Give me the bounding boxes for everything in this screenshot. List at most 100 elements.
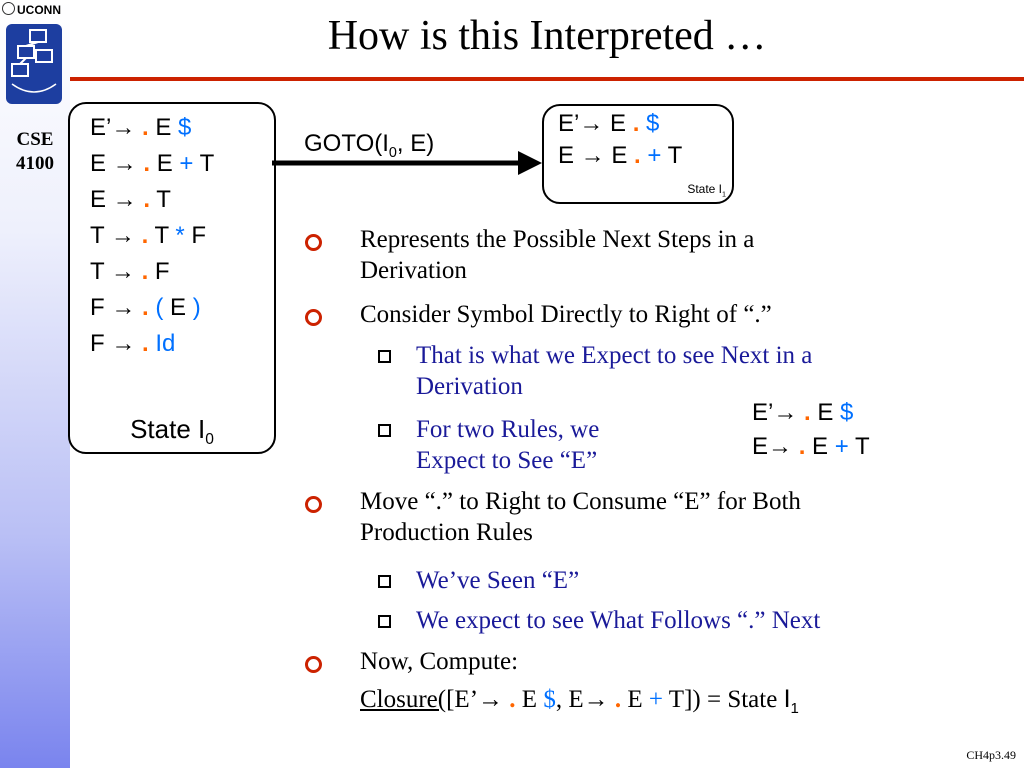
bullet-item: Move “.” to Right to Consume “E” for Bot… bbox=[360, 486, 1010, 548]
bullet-line: For two Rules, we bbox=[416, 416, 600, 443]
bullet-line: Move “.” to Right to Consume “E” for Bot… bbox=[360, 488, 801, 515]
state-0-production: E’→ . E $ bbox=[90, 114, 191, 142]
bullet-square-icon bbox=[378, 350, 391, 363]
bullet-line: That is what we Expect to see Next in a bbox=[416, 342, 813, 369]
bullet-line: We expect to see What Follows “.” Next bbox=[416, 607, 821, 634]
grammar-symbol: Id bbox=[155, 330, 176, 357]
goto-label: GOTO(I0, E) bbox=[304, 130, 435, 161]
grammar-symbol: T bbox=[156, 186, 171, 213]
cse-logo-icon bbox=[6, 24, 62, 104]
grammar-symbol: + bbox=[834, 433, 849, 460]
grammar-symbol: E bbox=[817, 399, 834, 426]
production-lhs: T → bbox=[90, 258, 135, 285]
state-1-production: E → E . + T bbox=[558, 142, 682, 170]
grammar-symbol: + bbox=[647, 142, 662, 169]
lr-dot: . bbox=[142, 294, 149, 321]
slide-number: CH4p3.49 bbox=[966, 748, 1016, 762]
side-equation: E’→ . E $ bbox=[752, 396, 870, 430]
state-0-label: State I0 bbox=[130, 414, 214, 449]
lr-dot: . bbox=[632, 110, 640, 137]
grammar-symbol: T bbox=[854, 433, 870, 460]
bullet-line: Derivation bbox=[416, 373, 523, 400]
bullet-line: Expect to See “E” bbox=[416, 447, 598, 474]
side-equation: E→ . E + T bbox=[752, 430, 870, 464]
sub-bullet-item: We expect to see What Follows “.” Next bbox=[416, 605, 1010, 636]
grammar-symbol: $ bbox=[840, 399, 854, 426]
bullet-line: Represents the Possible Next Steps in a bbox=[360, 226, 755, 253]
production-lhs: E→ bbox=[752, 433, 793, 460]
grammar-symbol: + bbox=[179, 150, 194, 177]
production-lhs: E’→ E bbox=[558, 110, 627, 137]
bullet-square-icon bbox=[378, 615, 391, 628]
production-lhs: E’→ bbox=[752, 399, 798, 426]
production-lhs: F → bbox=[90, 294, 136, 321]
bullet-square-icon bbox=[378, 575, 391, 588]
bullet-ring-icon bbox=[305, 656, 322, 673]
seal-icon bbox=[2, 2, 15, 15]
grammar-symbol: E bbox=[155, 114, 172, 141]
lr-dot: . bbox=[141, 258, 149, 285]
bullet-item: Consider Symbol Directly to Right of “.” bbox=[360, 299, 1010, 330]
bullet-square-icon bbox=[378, 424, 391, 437]
production-lhs: F → bbox=[90, 330, 136, 357]
state-0-production: F → . Id bbox=[90, 330, 175, 358]
bullet-line: Consider Symbol Directly to Right of “.” bbox=[360, 301, 772, 328]
state-0-production: E → . E + T bbox=[90, 150, 214, 178]
lr-dot: . bbox=[143, 186, 151, 213]
lr-dot: . bbox=[141, 222, 149, 249]
production-lhs: E → bbox=[90, 186, 137, 213]
bullet-item: Now, Compute: bbox=[360, 646, 1010, 677]
state-0-production: T → . F bbox=[90, 258, 170, 286]
course-code: CSE 4100 bbox=[16, 129, 54, 174]
lr-dot: . bbox=[634, 142, 641, 169]
grammar-symbol: * bbox=[175, 222, 185, 249]
bullet-item: Represents the Possible Next Steps in a D… bbox=[360, 224, 1010, 286]
lr-dot: . bbox=[804, 399, 811, 426]
bullet-line: We’ve Seen “E” bbox=[416, 567, 580, 594]
slide-title: How is this Interpreted … bbox=[327, 13, 767, 59]
side-equations: E’→ . E $E→ . E + T bbox=[752, 396, 870, 464]
sidebar: UCONN CSE 4100 bbox=[0, 0, 70, 768]
bullet-line: Production Rules bbox=[360, 519, 533, 546]
grammar-symbol: F bbox=[191, 222, 207, 249]
production-lhs: E → E bbox=[558, 142, 628, 169]
bullet-ring-icon bbox=[305, 234, 322, 251]
uconn-logo: UCONN bbox=[2, 2, 61, 17]
state-1-label: State I1 bbox=[687, 182, 726, 199]
grammar-symbol: E bbox=[170, 294, 187, 321]
sub-bullet-item: For two Rules, we Expect to See “E” bbox=[416, 414, 1010, 476]
sub-bullet-item: That is what we Expect to see Next in a D… bbox=[416, 340, 1010, 402]
state-0-production: T → . T * F bbox=[90, 222, 206, 250]
bullet-ring-icon bbox=[305, 309, 322, 326]
grammar-symbol: T bbox=[199, 150, 215, 177]
bullet-line: Now, Compute: bbox=[360, 648, 519, 675]
state-0-production: F → . ( E ) bbox=[90, 294, 201, 322]
sub-bullet-item: We’ve Seen “E” bbox=[416, 565, 1010, 596]
grammar-symbol: ) bbox=[192, 294, 201, 321]
state-1-box: E’→ E . $ E → E . + T State I1 bbox=[542, 104, 734, 204]
closure-line: Closure([E’→ . E $, E→ . E + T]) = State… bbox=[360, 685, 799, 717]
bullet-line: Derivation bbox=[360, 257, 467, 284]
network-icon bbox=[11, 29, 57, 93]
production-lhs: T → bbox=[90, 222, 135, 249]
lr-dot: . bbox=[143, 150, 151, 177]
grammar-symbol: E bbox=[812, 433, 829, 460]
lr-dot: . bbox=[798, 433, 806, 460]
lr-dot: . bbox=[142, 330, 149, 357]
grammar-symbol: E bbox=[156, 150, 173, 177]
goto-arrow-icon bbox=[272, 151, 542, 175]
title-divider bbox=[70, 77, 1024, 81]
state-1-production: E’→ E . $ bbox=[558, 110, 659, 138]
grammar-symbol: F bbox=[154, 258, 170, 285]
grammar-symbol: ( bbox=[155, 294, 164, 321]
lr-dot: . bbox=[142, 114, 149, 141]
bullet-ring-icon bbox=[305, 496, 322, 513]
state-0-production: E → . T bbox=[90, 186, 171, 214]
grammar-symbol: T bbox=[154, 222, 169, 249]
production-lhs: E → bbox=[90, 150, 137, 177]
grammar-symbol: $ bbox=[646, 110, 660, 137]
grammar-symbol: $ bbox=[178, 114, 192, 141]
grammar-symbol: T bbox=[667, 142, 683, 169]
production-lhs: E’→ bbox=[90, 114, 136, 141]
